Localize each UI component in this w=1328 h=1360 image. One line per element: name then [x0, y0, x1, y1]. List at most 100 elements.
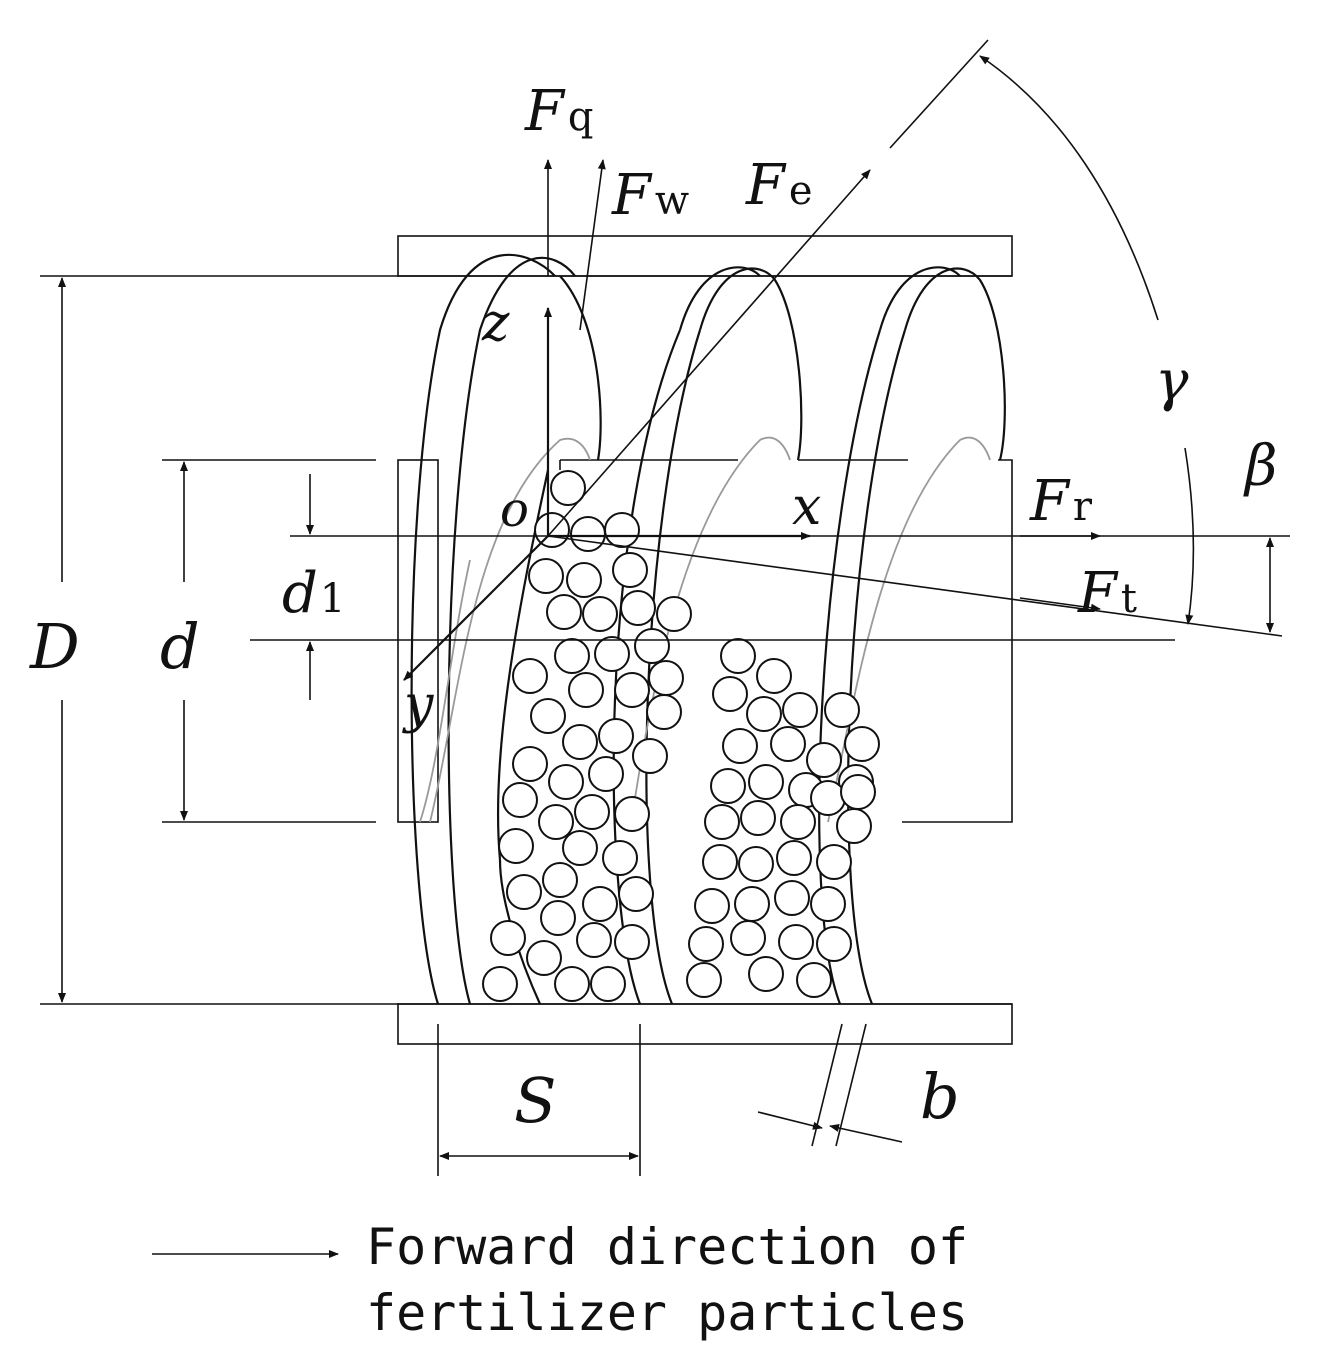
label-S: S [514, 1064, 556, 1137]
fertilizer-particle [542, 862, 578, 898]
fertilizer-particle [562, 724, 598, 760]
fertilizer-particle [734, 886, 770, 922]
fertilizer-particle [632, 738, 668, 774]
fertilizer-particle [582, 596, 618, 632]
fertilizer-particle [498, 828, 534, 864]
fertilizer-particle [512, 658, 548, 694]
fertilizer-particle [604, 512, 640, 548]
label-b: b [920, 1060, 960, 1133]
fertilizer-particle [568, 672, 604, 708]
fertilizer-particle [840, 774, 876, 810]
fertilizer-particle [490, 920, 526, 956]
fertilizer-particle [598, 718, 634, 754]
fertilizer-particle [548, 764, 584, 800]
helix-flights [410, 253, 1006, 1005]
fertilizer-particle [774, 880, 810, 916]
fertilizer-particle [614, 672, 650, 708]
fertilizer-particle [776, 840, 812, 876]
fertilizer-particle [554, 638, 590, 674]
fertilizer-particle [756, 658, 792, 694]
fertilizer-particle [526, 940, 562, 976]
caption-line2: fertilizer particles [366, 1284, 968, 1342]
gamma-arc-bottom [1184, 447, 1195, 625]
fertilizer-particle [570, 516, 606, 552]
fertilizer-particle [686, 962, 722, 998]
fertilizer-particle [740, 800, 776, 836]
shaft-left [397, 459, 439, 823]
fertilizer-particle [614, 796, 650, 832]
label-D: D [29, 610, 80, 683]
fertilizer-particle [576, 922, 612, 958]
bottom-plate [397, 1003, 1013, 1045]
ft-line [547, 535, 1283, 637]
fertilizer-particle [594, 636, 630, 672]
fertilizer-particle [546, 594, 582, 630]
fertilizer-particle [704, 804, 740, 840]
fe-extension [889, 39, 989, 149]
label-o: o [500, 482, 529, 538]
fertilizer-particle [780, 804, 816, 840]
fe-vector [547, 169, 871, 537]
fertilizer-particle [540, 900, 576, 936]
fertilizer-particle [512, 746, 548, 782]
top-plate [397, 235, 1013, 277]
fertilizer-particle [748, 764, 784, 800]
label-d1: d1 [282, 561, 345, 626]
fertilizer-particle [782, 692, 818, 728]
fertilizer-particle [506, 874, 542, 910]
y-axis [403, 535, 549, 681]
fertilizer-particle [618, 876, 654, 912]
label-z: z [481, 293, 510, 353]
label-gamma: γ [1155, 349, 1189, 414]
fertilizer-particle [778, 924, 814, 960]
fertilizer-particle [810, 780, 846, 816]
b-ext-right [835, 1023, 867, 1147]
fertilizer-particle [746, 696, 782, 732]
fertilizer-particle [614, 924, 650, 960]
fertilizer-particle [730, 920, 766, 956]
gamma-arc-top [979, 55, 1159, 321]
fertilizer-particle [844, 726, 880, 762]
shaft-middle-outline [559, 459, 598, 470]
fertilizer-particle [806, 742, 842, 778]
b-dim-left [757, 1111, 823, 1130]
fertilizer-particle [816, 926, 852, 962]
fertilizer-particle [816, 844, 852, 880]
fertilizer-particle [620, 590, 656, 626]
fertilizer-particle [656, 596, 692, 632]
fertilizer-particle [482, 966, 518, 1002]
fertilizer-particle [796, 962, 832, 998]
fertilizer-particle [562, 830, 598, 866]
b-dim-right [829, 1124, 903, 1143]
fertilizer-particle [612, 552, 648, 588]
fertilizer-particle [720, 638, 756, 674]
fertilizer-particle [634, 628, 670, 664]
label-y: y [402, 675, 434, 735]
fertilizer-particle [528, 558, 564, 594]
fertilizer-particle [722, 728, 758, 764]
caption-line1: Forward direction of [366, 1218, 968, 1276]
fertilizer-particle [738, 846, 774, 882]
fw-vector [579, 159, 606, 331]
fertilizer-particle [550, 470, 586, 506]
fertilizer-particle [712, 676, 748, 712]
fertilizer-particle [824, 692, 860, 728]
fertilizer-particle [646, 694, 682, 730]
label-d: d [160, 610, 200, 683]
fertilizer-particle [748, 956, 784, 992]
fertilizer-particle [648, 660, 684, 696]
fertilizer-particle [590, 966, 626, 1002]
label-x: x [792, 477, 821, 537]
fertilizer-particle [530, 698, 566, 734]
fertilizer-particle [574, 794, 610, 830]
fertilizer-particle [588, 756, 624, 792]
fertilizer-particle [566, 562, 602, 598]
shaft-right-end [902, 459, 1013, 823]
fertilizer-particle [688, 926, 724, 962]
fertilizer-particle [710, 768, 746, 804]
